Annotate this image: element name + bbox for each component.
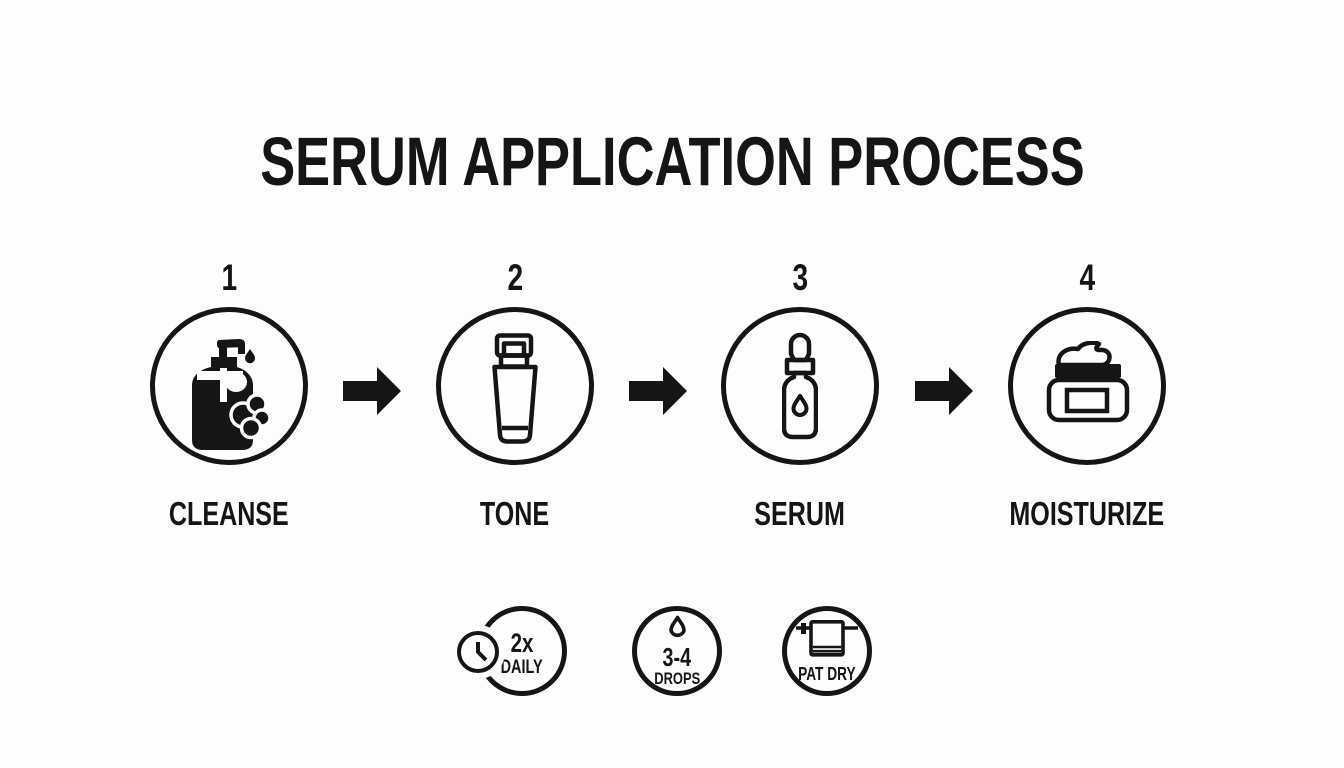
step-serum-number: 3 — [690, 255, 910, 301]
step-cleanse: 1 — [119, 255, 339, 531]
step-tone: 2 TONE — [405, 255, 625, 531]
note-circle: 3-4 DROPS — [632, 606, 722, 696]
note-drops: 3-4 DROPS — [632, 606, 722, 696]
step-number-text: 3 — [792, 257, 808, 298]
page-title: SERUM APPLICATION PROCESS — [0, 127, 1344, 197]
step-number: 1 — [119, 255, 339, 301]
soap-dispenser-icon — [192, 339, 272, 450]
step-label: MOISTURIZE — [977, 497, 1197, 531]
step-number: 4 — [977, 255, 1197, 301]
note-label-text: PAT DRY — [798, 663, 856, 684]
step-label: SERUM — [690, 497, 910, 531]
toner-bottle-icon — [492, 333, 538, 444]
step-label-text: CLEANSE — [169, 495, 289, 532]
arrow-right-icon — [915, 367, 973, 415]
step-number-text: 4 — [1079, 257, 1095, 298]
note-label: PAT DRY — [789, 665, 865, 683]
towel-icon — [796, 619, 858, 658]
serum-dropper-icon — [782, 332, 818, 440]
note-value: 3-4 — [658, 642, 696, 672]
step-serum: SERUM — [690, 255, 910, 531]
step-number: 2 — [405, 255, 625, 301]
step-circle — [1008, 307, 1166, 465]
step-moisturize: 4 MOISTURIZE — [977, 255, 1197, 531]
arrow-right-icon — [343, 367, 401, 415]
clock-icon — [457, 631, 499, 673]
step-circle — [436, 307, 594, 465]
droplet-icon — [668, 615, 687, 642]
note-label: DAILY — [494, 658, 549, 677]
step-label: CLEANSE — [119, 497, 339, 531]
note-label-text: DAILY — [500, 657, 543, 678]
arrow-right-icon — [629, 367, 687, 415]
page-title-text: SERUM APPLICATION PROCESS — [259, 123, 1085, 200]
step-circle — [150, 307, 308, 465]
step-number: 3 — [690, 255, 910, 301]
cream-jar-icon — [1046, 341, 1130, 423]
clock-hands-icon — [476, 642, 488, 662]
step-label-text: TONE — [480, 495, 550, 532]
step-label-text: MOISTURIZE — [1009, 495, 1165, 532]
step-number-text: 1 — [221, 257, 237, 298]
note-value: 2x — [507, 628, 537, 658]
note-value-text: 3-4 — [662, 642, 692, 672]
step-number-text: 2 — [507, 257, 523, 298]
note-pat-dry: PAT DRY — [782, 606, 872, 696]
note-circle: PAT DRY — [782, 606, 872, 696]
note-value-text: 2x — [510, 628, 534, 658]
step-label: TONE — [405, 497, 625, 531]
note-label: DROPS — [647, 669, 707, 688]
step-label-text: SERUM — [754, 495, 846, 532]
step-circle — [721, 307, 879, 465]
note-label-text: DROPS — [654, 669, 700, 688]
